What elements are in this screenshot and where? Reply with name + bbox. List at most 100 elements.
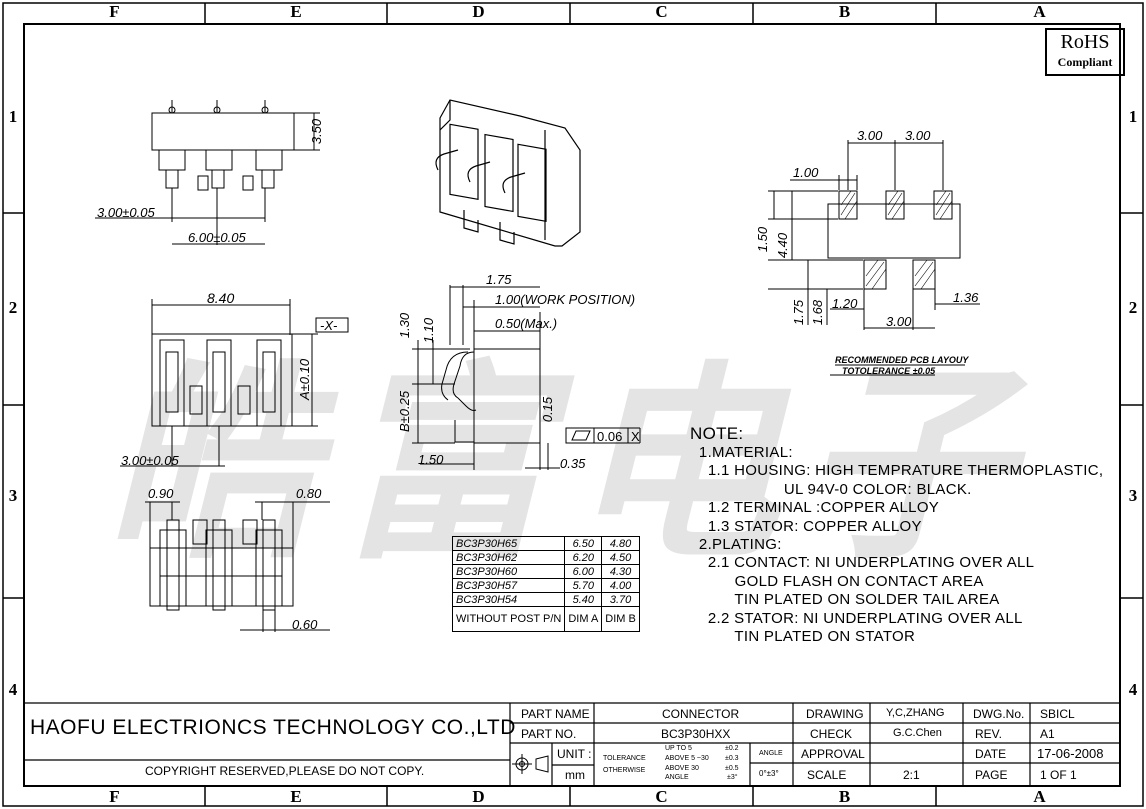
date-label: DATE [975, 747, 1007, 761]
table-cell: 4.80 [601, 536, 640, 551]
note-line: 1.1 HOUSING: HIGH TEMPRATURE THERMOPLAST… [690, 462, 1104, 480]
column-label: D [472, 2, 485, 21]
date-value: 17-06-2008 [1037, 746, 1104, 761]
row-label: 3 [8, 486, 18, 505]
note-line: 2.2 STATOR: NI UNDERPLATING OVER ALL [690, 609, 1023, 627]
table-cell: BC3P30H54 [451, 592, 566, 607]
tol-range: ABOVE 5 ~30 [665, 755, 709, 762]
dim-side-gap: 0.35 [560, 456, 586, 471]
pcb-tolerance: TOTOLERANCE ±0.05 [842, 366, 936, 376]
note-line: TIN PLATED ON STATOR [690, 628, 916, 646]
dim-bottom-post: 0.60 [292, 617, 318, 632]
dim-pcb-h2: 1.36 [953, 290, 979, 305]
column-label: D [472, 787, 485, 806]
table-cell: BC3P30H60 [451, 564, 566, 579]
copyright-notice: COPYRIGHT RESERVED,PLEASE DO NOT COPY. [145, 764, 425, 778]
part-no-value: BC3P30HXX [661, 727, 731, 741]
dim-top-span: 6.00±0.05 [188, 230, 246, 245]
dim-pcb-v2: 4.40 [775, 232, 791, 259]
column-label: C [655, 2, 668, 21]
tol-angle-label: ANGLE [665, 774, 689, 781]
dim-pcb-h3: 3.00 [886, 314, 912, 329]
dim-side-t: 0.15 [540, 396, 556, 423]
table-row: BC3P30H60 6.00 4.30 [451, 564, 640, 579]
row-label: 1 [1128, 107, 1138, 126]
table-cell: 4.30 [601, 564, 640, 579]
dim-pcb-p2: 3.00 [905, 128, 931, 143]
approval-label: APPROVAL [801, 747, 865, 761]
notes-block: NOTE: 1.MATERIAL: 1.1 HOUSING: HIGH TEMP… [690, 424, 1103, 646]
company-name: HAOFU ELECTRIONCS TECHNOLOGY CO.,LTD [30, 716, 516, 739]
dim-pcb-v4: 1.68 [810, 299, 826, 326]
table-footer-cell: DIM A [564, 606, 603, 632]
table-row: WITHOUT POST P/N DIM A DIM B [451, 606, 640, 632]
dim-pcb-h1: 1.20 [832, 296, 858, 311]
dim-pcb-v3: 1.75 [791, 299, 807, 326]
row-label: 4 [8, 680, 18, 699]
table-cell: 4.50 [601, 550, 640, 565]
datum-x: -X- [320, 318, 338, 333]
angle-label: ANGLE [759, 750, 783, 757]
rohs-title: RoHS [1060, 31, 1110, 53]
dwg-value: SBICL [1040, 707, 1075, 721]
table-cell: 3.70 [601, 592, 640, 607]
tol-value: ±0.2 [725, 745, 739, 752]
column-label: A [1033, 787, 1046, 806]
table-row: BC3P30H54 5.40 3.70 [451, 592, 640, 607]
flatness-datum: X [631, 429, 640, 444]
table-cell: 5.40 [564, 592, 603, 607]
column-label: B [838, 787, 851, 806]
table-cell: 6.20 [564, 550, 603, 565]
check-label: CHECK [810, 727, 853, 741]
column-label: F [109, 2, 120, 21]
check-value: G.C.Chen [893, 727, 942, 739]
note-line: 1.MATERIAL: [690, 444, 793, 461]
unit-value: mm [565, 768, 585, 782]
table-row: BC3P30H65 6.50 4.80 [451, 536, 640, 551]
scale-value: 2:1 [903, 768, 920, 782]
page-value: 1 OF 1 [1040, 768, 1077, 782]
dim-front-pitch: 3.00±0.05 [121, 453, 179, 468]
table-cell: 5.70 [564, 578, 603, 593]
dwg-label: DWG.No. [973, 707, 1025, 721]
dim-pcb-pad: 1.00 [793, 165, 819, 180]
dim-pcb-p1: 3.00 [857, 128, 883, 143]
page-label: PAGE [975, 768, 1008, 782]
dim-side-work: 1.00(WORK POSITION) [495, 292, 636, 307]
part-name-value: CONNECTOR [662, 707, 740, 721]
note-line: 1.2 TERMINAL :COPPER ALLOY [690, 499, 940, 517]
scale-label: SCALE [807, 768, 847, 782]
part-no-label: PART NO. [521, 727, 577, 741]
note-line: 2.PLATING: [690, 536, 782, 554]
drawing-value: Y,C,ZHANG [886, 707, 945, 719]
table-cell: 4.00 [601, 578, 640, 593]
tol-range: ABOVE 30 [665, 765, 699, 772]
note-line: UL 94V-0 COLOR: BLACK. [690, 480, 972, 498]
dim-pcb-v1: 1.50 [755, 226, 771, 253]
tolerance-label: TOLERANCE [603, 755, 646, 762]
unit-label: UNIT : [557, 747, 592, 761]
flatness-value: 0.06 [597, 429, 623, 444]
row-label: 2 [1128, 298, 1138, 317]
column-label: E [290, 787, 302, 806]
dim-top-height: 3.50 [309, 118, 325, 145]
part-number-table: BC3P30H65 6.50 4.80 BC3P30H62 6.20 4.50 … [451, 536, 640, 632]
rev-value: A1 [1040, 727, 1055, 741]
dim-side-bottom: 1.50 [418, 452, 444, 467]
table-footer-cell: DIM B [601, 606, 640, 632]
dim-front-width: 8.40 [207, 290, 235, 306]
note-line: 2.1 CONTACT: NI UNDERPLATING OVER ALL [690, 554, 1035, 572]
dim-side-h2: 1.10 [421, 317, 437, 344]
part-name-label: PART NAME [521, 707, 590, 721]
column-label: C [655, 787, 668, 806]
notes-heading: NOTE: [690, 424, 744, 443]
table-cell: BC3P30H65 [451, 536, 566, 551]
note-line: TIN PLATED ON SOLDER TAIL AREA [690, 591, 1000, 609]
dim-side-a: 1.75 [486, 272, 512, 287]
dim-front-a: A±0.10 [297, 358, 313, 401]
table-cell: BC3P30H62 [451, 550, 566, 565]
column-label: F [109, 787, 120, 806]
angle-range: 0°±3° [759, 769, 779, 778]
dim-side-max: 0.50(Max.) [495, 316, 558, 331]
